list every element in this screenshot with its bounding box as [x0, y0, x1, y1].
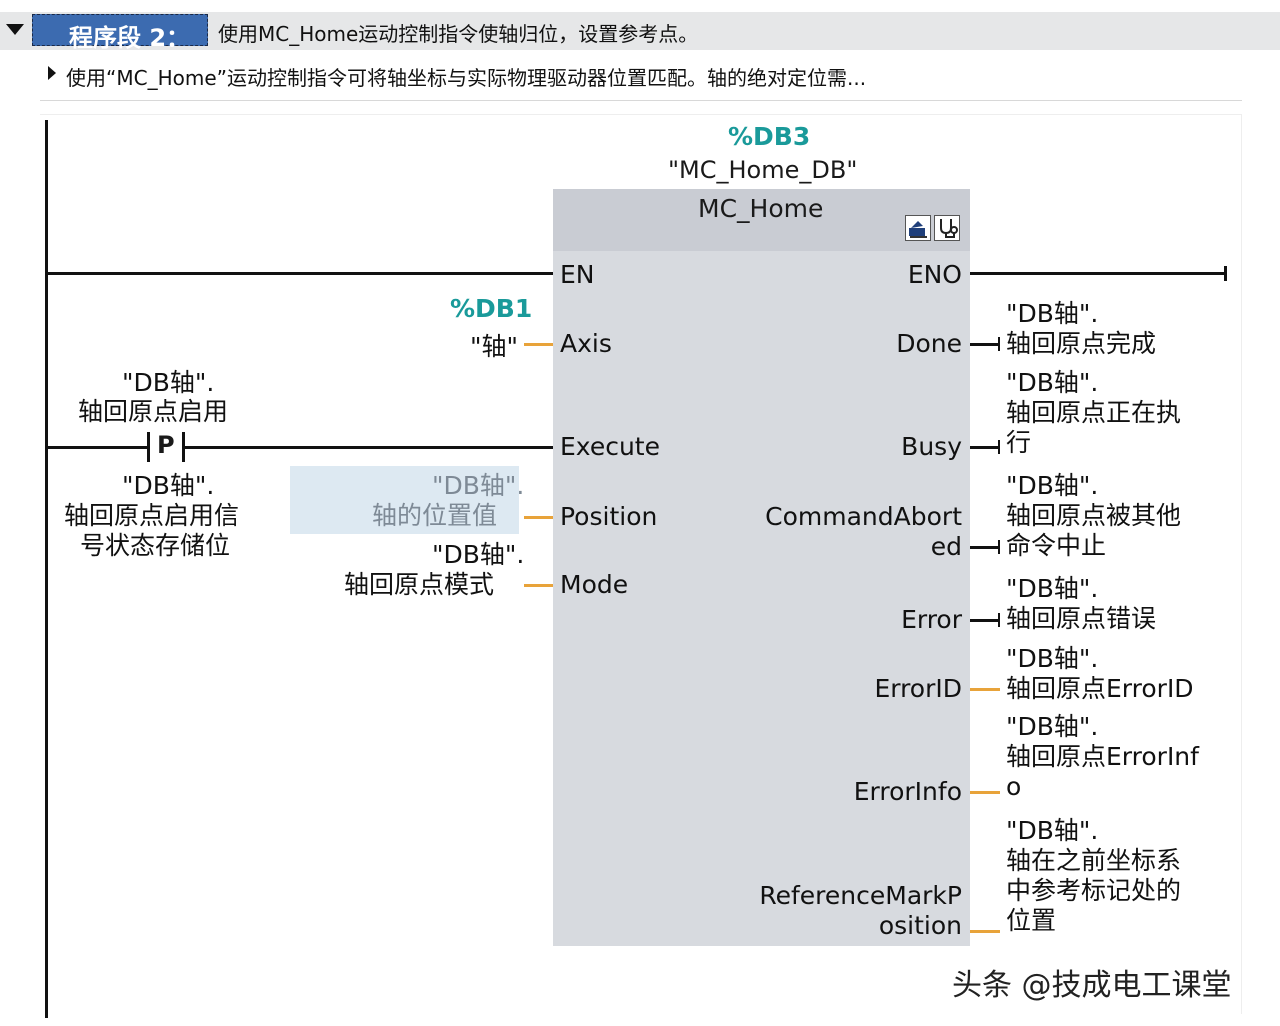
errorinfo-tag-line1[interactable]: "DB轴". — [1006, 712, 1099, 741]
busy-tag-line2[interactable]: 轴回原点正在执 — [1006, 398, 1182, 427]
instance-db-number[interactable]: %DB3 — [728, 122, 811, 151]
mc-home-block[interactable] — [553, 189, 970, 946]
pin-error[interactable]: Error — [901, 605, 962, 634]
busy-stub — [998, 440, 1000, 454]
errorid-connector — [970, 688, 1000, 691]
contact-tag-line2[interactable]: 轴回原点启用 — [78, 397, 229, 426]
position-param-highlight[interactable] — [290, 466, 519, 534]
mode-param-line1[interactable]: "DB轴". — [432, 540, 525, 569]
busy-tag-line3[interactable]: 行 — [1006, 428, 1032, 457]
power-rail — [45, 120, 48, 1018]
block-type-name: MC_Home — [698, 194, 824, 223]
diagnostic-icon[interactable] — [934, 215, 960, 241]
contact-right-bar — [182, 432, 185, 462]
aborted-tag-line1[interactable]: "DB轴". — [1006, 471, 1099, 500]
busy-connector — [970, 446, 1000, 449]
aborted-tag-line3[interactable]: 命令中止 — [1006, 531, 1107, 560]
pin-done[interactable]: Done — [896, 329, 962, 358]
position-param-line1[interactable]: "DB轴". — [432, 471, 525, 500]
collapse-triangle-icon[interactable] — [6, 24, 24, 35]
pin-error-id[interactable]: ErrorID — [874, 674, 962, 703]
network-number-label: 程序段 2： — [69, 24, 191, 52]
contact-type[interactable]: P — [157, 431, 175, 459]
network-comment[interactable]: 使用“MC_Home”运动控制指令可将轴坐标与实际物理驱动器位置匹配。轴的绝对定… — [66, 66, 867, 90]
done-tag-line1[interactable]: "DB轴". — [1006, 299, 1099, 328]
position-param-line2[interactable]: 轴的位置值 — [372, 501, 498, 530]
done-stub — [998, 337, 1000, 351]
refmark-tag-line4[interactable]: 位置 — [1006, 906, 1057, 935]
mode-connector — [524, 584, 553, 587]
done-tag-line2[interactable]: 轴回原点完成 — [1006, 329, 1157, 358]
axis-connector — [524, 343, 553, 346]
download-icon[interactable] — [905, 215, 931, 241]
contact-left-bar — [147, 432, 150, 462]
en-wire — [47, 272, 553, 275]
pin-error-info[interactable]: ErrorInfo — [853, 777, 962, 806]
expand-comment-icon[interactable] — [48, 66, 56, 80]
errorid-tag-line2[interactable]: 轴回原点ErrorID — [1006, 674, 1194, 703]
refmark-tag-line2[interactable]: 轴在之前坐标系 — [1006, 846, 1182, 875]
pin-command-aborted-1[interactable]: CommandAbort — [765, 502, 962, 531]
execute-wire-right — [184, 446, 553, 449]
refmark-tag-line1[interactable]: "DB轴". — [1006, 816, 1099, 845]
error-tag-line1[interactable]: "DB轴". — [1006, 574, 1099, 603]
network-number-badge[interactable]: 程序段 2： — [32, 14, 208, 52]
divider — [40, 100, 1242, 101]
refmark-connector — [970, 930, 1000, 933]
mode-param-line2[interactable]: 轴回原点模式 — [344, 570, 495, 599]
pin-axis[interactable]: Axis — [560, 329, 612, 358]
block-header — [553, 189, 970, 251]
pin-ref-mark-2[interactable]: osition — [878, 911, 962, 940]
network-frame-right — [1241, 114, 1242, 1014]
pin-en[interactable]: EN — [560, 260, 595, 289]
pin-position[interactable]: Position — [560, 502, 658, 531]
instance-db-name[interactable]: "MC_Home_DB" — [668, 156, 858, 184]
aborted-tag-line2[interactable]: 轴回原点被其他 — [1006, 501, 1182, 530]
network-header — [0, 12, 1280, 50]
contact-mem-line2[interactable]: 轴回原点启用信 — [64, 501, 240, 530]
aborted-stub — [998, 540, 1000, 554]
axis-db-number[interactable]: %DB1 — [450, 294, 533, 323]
pin-busy[interactable]: Busy — [901, 432, 962, 461]
error-connector — [970, 619, 1000, 622]
network-frame-top — [40, 114, 1242, 115]
error-tag-line2[interactable]: 轴回原点错误 — [1006, 604, 1157, 633]
eno-wire-end — [1224, 266, 1227, 281]
errorinfo-connector — [970, 791, 1000, 794]
contact-mem-line1[interactable]: "DB轴". — [122, 471, 215, 500]
execute-wire-left — [47, 446, 147, 449]
errorinfo-tag-line2[interactable]: 轴回原点ErrorInf — [1006, 742, 1199, 771]
network-title[interactable]: 使用MC_Home运动控制指令使轴归位，设置参考点。 — [218, 22, 699, 46]
pin-eno[interactable]: ENO — [907, 260, 962, 289]
contact-mem-line3[interactable]: 号状态存储位 — [80, 531, 231, 560]
error-stub — [998, 613, 1000, 627]
refmark-tag-line3[interactable]: 中参考标记处的 — [1006, 876, 1182, 905]
position-connector — [524, 516, 553, 519]
aborted-connector — [970, 546, 1000, 549]
errorinfo-tag-line3[interactable]: o — [1006, 772, 1022, 801]
axis-param-name[interactable]: "轴" — [470, 332, 518, 361]
contact-tag-line1[interactable]: "DB轴". — [122, 368, 215, 397]
done-connector — [970, 343, 1000, 346]
watermark: 头条 @技成电工课堂 — [952, 968, 1232, 1003]
busy-tag-line1[interactable]: "DB轴". — [1006, 368, 1099, 397]
pin-ref-mark-1[interactable]: ReferenceMarkP — [759, 881, 962, 910]
pin-execute[interactable]: Execute — [560, 432, 660, 461]
pin-command-aborted-2[interactable]: ed — [930, 532, 962, 561]
eno-wire — [970, 272, 1226, 275]
pin-mode[interactable]: Mode — [560, 570, 629, 599]
errorid-tag-line1[interactable]: "DB轴". — [1006, 644, 1099, 673]
